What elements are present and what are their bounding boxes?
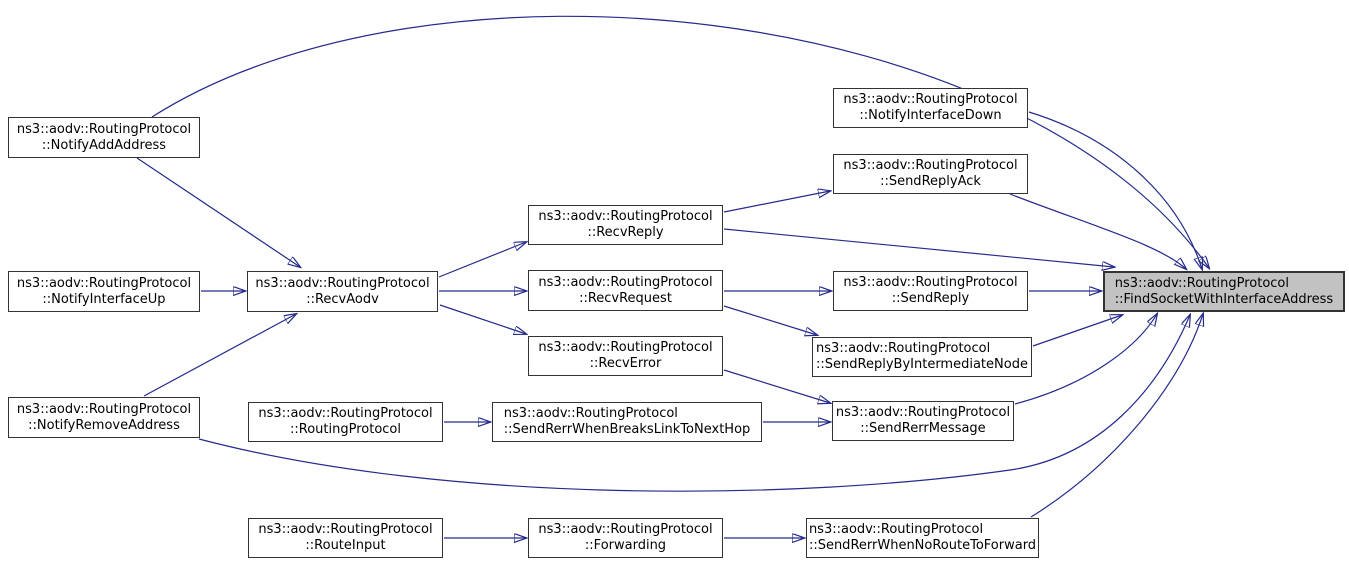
node-label-line1: ns3::aodv::RoutingProtocol — [538, 274, 713, 290]
edge-notify-add-address--recv-aodv — [136, 157, 300, 267]
node-label-line2: ::NotifyRemoveAddress — [28, 417, 180, 433]
edge-recv-reply--find-socket-with-interface-address — [723, 228, 1114, 267]
node-label: ns3::aodv::RoutingProtocol::RecvAodv — [255, 276, 429, 308]
node-send-rerr-when-no-route-to-forward[interactable]: ns3::aodv::RoutingProtocol::SendRerrWhen… — [806, 518, 1039, 558]
edge-send-rerr-message--find-socket-with-interface-address — [1014, 314, 1157, 405]
node-label-line2: ::SendRerrWhenNoRouteToForward — [808, 538, 1037, 553]
node-label: ns3::aodv::RoutingProtocol::SendRerrWhen… — [809, 522, 1036, 554]
node-label: ns3::aodv::RoutingProtocol::RecvRequest — [538, 275, 712, 307]
edge-recv-error--send-rerr-message — [723, 369, 830, 403]
node-label: ns3::aodv::RoutingProtocol::NotifyInterf… — [17, 276, 191, 308]
node-label-line2: ::SendReply — [891, 291, 970, 306]
node-label-line1: ns3::aodv::RoutingProtocol — [843, 275, 1018, 290]
node-label: ns3::aodv::RoutingProtocol::FindSocketWi… — [1115, 276, 1333, 308]
node-route-input[interactable]: ns3::aodv::RoutingProtocol::RouteInput — [248, 518, 443, 558]
node-label-line1: ns3::aodv::RoutingProtocol — [255, 275, 430, 291]
node-label-line1: ns3::aodv::RoutingProtocol — [538, 522, 713, 537]
node-routing-protocol[interactable]: ns3::aodv::RoutingProtocol::RoutingProto… — [248, 402, 443, 442]
node-label: ns3::aodv::RoutingProtocol::NotifyRemove… — [17, 402, 191, 434]
edge-notify-remove-address--recv-aodv — [143, 314, 296, 397]
node-label-line2: ::NotifyInterfaceUp — [42, 291, 166, 307]
node-label: ns3::aodv::RoutingProtocol::RecvError — [538, 340, 712, 372]
node-label-line1: ns3::aodv::RoutingProtocol — [538, 340, 713, 355]
edge-notify-remove-address--find-socket-with-interface-address — [198, 315, 1190, 492]
node-label-line1: ns3::aodv::RoutingProtocol — [16, 121, 192, 137]
node-label-line1: ns3::aodv::RoutingProtocol — [843, 158, 1018, 173]
node-label-line2: ::RecvRequest — [579, 290, 672, 306]
node-label-line2: ::RecvReply — [587, 225, 664, 240]
node-label: ns3::aodv::RoutingProtocol::SendRerrMess… — [836, 405, 1010, 437]
node-label: ns3::aodv::RoutingProtocol::RouteInput — [258, 522, 432, 554]
node-recv-error[interactable]: ns3::aodv::RoutingProtocol::RecvError — [528, 336, 723, 376]
node-forwarding[interactable]: ns3::aodv::RoutingProtocol::Forwarding — [528, 518, 723, 558]
node-find-socket-with-interface-address: ns3::aodv::RoutingProtocol::FindSocketWi… — [1103, 271, 1345, 312]
node-label: ns3::aodv::RoutingProtocol::RoutingProto… — [258, 406, 432, 438]
edge-send-reply-by-intermediate-node--find-socket-with-interface-address — [1032, 315, 1122, 347]
edge-recv-reply--send-reply-ack — [723, 191, 830, 213]
node-label-line1: ns3::aodv::RoutingProtocol — [816, 341, 991, 356]
node-label-line1: ns3::aodv::RoutingProtocol — [1114, 275, 1289, 291]
node-label-line1: ns3::aodv::RoutingProtocol — [503, 406, 678, 421]
node-label-line2: ::SendRerrMessage — [860, 421, 986, 436]
node-label: ns3::aodv::RoutingProtocol::RecvReply — [538, 209, 712, 241]
node-send-reply-ack[interactable]: ns3::aodv::RoutingProtocol::SendReplyAck — [833, 154, 1028, 194]
edge-recv-aodv--recv-reply — [438, 242, 526, 278]
node-notify-add-address[interactable]: ns3::aodv::RoutingProtocol::NotifyAddAdd… — [8, 117, 200, 158]
node-label-line2: ::SendRerrWhenBreaksLinkToNextHop — [503, 422, 751, 437]
node-label-line1: ns3::aodv::RoutingProtocol — [16, 275, 192, 291]
edge-notify-add-address--find-socket-with-interface-address — [151, 15, 1209, 268]
node-label-line1: ns3::aodv::RoutingProtocol — [258, 406, 433, 421]
node-label-line2: ::RouteInput — [305, 538, 386, 553]
edge-notify-interface-down--find-socket-with-interface-address — [1028, 111, 1202, 269]
node-label-line2: ::NotifyAddAddress — [41, 137, 167, 153]
node-label-line2: ::FindSocketWithInterfaceAddress — [1114, 291, 1334, 307]
node-label: ns3::aodv::RoutingProtocol::SendReplyByI… — [816, 341, 1028, 373]
node-label: ns3::aodv::RoutingProtocol::SendReply — [843, 275, 1017, 307]
node-notify-remove-address[interactable]: ns3::aodv::RoutingProtocol::NotifyRemove… — [8, 397, 200, 438]
node-recv-aodv[interactable]: ns3::aodv::RoutingProtocol::RecvAodv — [247, 271, 438, 312]
node-label: ns3::aodv::RoutingProtocol::NotifyInterf… — [843, 92, 1017, 124]
node-label-line1: ns3::aodv::RoutingProtocol — [843, 92, 1018, 107]
node-label-line2: ::NotifyInterfaceDown — [859, 108, 1002, 123]
node-send-reply-by-intermediate-node[interactable]: ns3::aodv::RoutingProtocol::SendReplyByI… — [812, 337, 1032, 377]
node-label: ns3::aodv::RoutingProtocol::Forwarding — [538, 522, 712, 554]
node-label: ns3::aodv::RoutingProtocol::SendRerrWhen… — [504, 406, 751, 438]
node-notify-interface-down[interactable]: ns3::aodv::RoutingProtocol::NotifyInterf… — [833, 88, 1028, 128]
node-label: ns3::aodv::RoutingProtocol::SendReplyAck — [843, 158, 1017, 190]
node-label-line1: ns3::aodv::RoutingProtocol — [258, 522, 433, 537]
node-label-line2: ::SendReplyAck — [880, 174, 981, 189]
node-label-line2: ::SendReplyByIntermediateNode — [816, 357, 1028, 372]
edge-recv-aodv--recv-error — [439, 304, 526, 334]
node-notify-interface-up[interactable]: ns3::aodv::RoutingProtocol::NotifyInterf… — [8, 271, 200, 312]
node-recv-reply[interactable]: ns3::aodv::RoutingProtocol::RecvReply — [528, 205, 723, 245]
node-label: ns3::aodv::RoutingProtocol::NotifyAddAdd… — [17, 122, 191, 154]
node-label-line2: ::RecvAodv — [306, 291, 379, 307]
node-send-reply[interactable]: ns3::aodv::RoutingProtocol::SendReply — [833, 271, 1028, 311]
edge-send-reply-ack--find-socket-with-interface-address — [1009, 193, 1186, 269]
node-label-line1: ns3::aodv::RoutingProtocol — [808, 522, 984, 537]
node-send-rerr-message[interactable]: ns3::aodv::RoutingProtocol::SendRerrMess… — [832, 401, 1014, 441]
node-label-line1: ns3::aodv::RoutingProtocol — [538, 209, 713, 224]
edge-send-rerr-when-no-route-to-forward--find-socket-with-interface-address — [1030, 314, 1203, 518]
node-label-line2: ::RecvError — [589, 356, 662, 371]
node-label-line2: ::Forwarding — [584, 538, 667, 553]
node-recv-request[interactable]: ns3::aodv::RoutingProtocol::RecvRequest — [528, 270, 723, 311]
node-label-line1: ns3::aodv::RoutingProtocol — [835, 405, 1011, 420]
edge-recv-request--send-reply-by-intermediate-node — [723, 305, 817, 335]
node-label-line2: ::RoutingProtocol — [290, 422, 401, 437]
node-label-line1: ns3::aodv::RoutingProtocol — [16, 401, 192, 417]
node-send-rerr-when-breaks-link-to-next-hop[interactable]: ns3::aodv::RoutingProtocol::SendRerrWhen… — [492, 402, 762, 442]
